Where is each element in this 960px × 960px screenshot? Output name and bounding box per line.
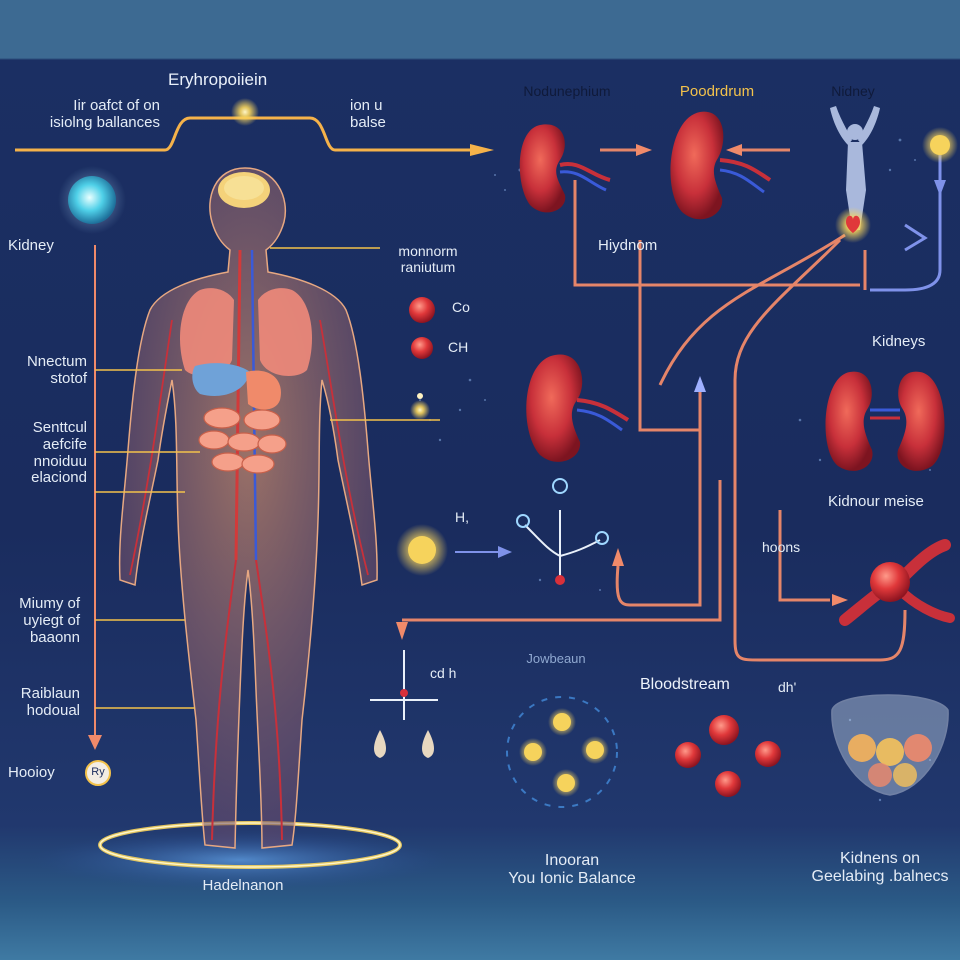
senttul-line-1: Senttcul bbox=[32, 419, 87, 436]
kidnens-line-2: Geelabing .balnecs bbox=[811, 867, 949, 885]
miumy-label: Miumy of uyiegt of baaonn bbox=[5, 595, 80, 646]
blood-cell-junction-icon bbox=[839, 539, 955, 626]
left-leader-lines bbox=[95, 369, 200, 709]
monnorm-label: monnorm raniutum bbox=[398, 243, 458, 275]
inooran-line-1: Inooran bbox=[544, 852, 600, 869]
intestines-icon bbox=[198, 407, 287, 474]
flow-lines bbox=[402, 148, 907, 662]
kidneys-label: Kidneys bbox=[872, 333, 926, 350]
ch-label: CH bbox=[448, 339, 469, 355]
hadelnanon-label: Hadelnanon bbox=[202, 877, 284, 894]
ion-caption-line-2: balse bbox=[350, 113, 386, 131]
ion-caption-line-1: ion u bbox=[350, 97, 383, 114]
bracket-arrowhead bbox=[470, 144, 494, 156]
yellow-orb-top-icon bbox=[930, 135, 950, 155]
ion-caption: ion u balse bbox=[350, 97, 386, 132]
raiblaun-line-2: hodoual bbox=[26, 701, 80, 719]
kidney-bowl-icon bbox=[831, 694, 949, 796]
bloodstream-label: Bloodstream bbox=[640, 676, 730, 693]
raiblaun-line-1: Raiblaun bbox=[20, 685, 80, 702]
nectum-label: Nnectum stotof bbox=[5, 353, 87, 388]
ionic-balance-cluster bbox=[506, 696, 618, 808]
kidnour-meise-label: Kidnour meise bbox=[828, 493, 924, 510]
kidneys-pair-icon bbox=[825, 371, 945, 471]
top-star-glow bbox=[231, 98, 259, 126]
nectum-line-2: stotof bbox=[50, 369, 87, 387]
co-label: Co bbox=[452, 299, 470, 315]
cyan-orb-icon bbox=[68, 176, 116, 224]
erythropoietin-label: Eryhropoiiein bbox=[168, 70, 268, 89]
left-caption-line-2: isiolng ballances bbox=[49, 113, 160, 131]
poodrum-label: Poodrdrum bbox=[679, 83, 755, 100]
left-lung-icon bbox=[180, 288, 234, 376]
left-down-arrowhead bbox=[88, 735, 102, 750]
droplet-right-icon bbox=[422, 730, 434, 758]
ch-lower-label: cd h bbox=[430, 665, 457, 681]
nodunephium-label: Nodunephium bbox=[523, 83, 611, 99]
monnorm-line-2: raniutum bbox=[400, 258, 456, 275]
stomach-icon bbox=[246, 370, 281, 410]
senttul-line-3: nnoiduu bbox=[33, 452, 87, 470]
h-label: H, bbox=[455, 509, 469, 525]
right-lung-icon bbox=[258, 288, 312, 376]
senttul-line-2: aefcife bbox=[42, 435, 87, 453]
kidnens-line-1: Kidnens on bbox=[839, 850, 921, 867]
jowbeum-label: Jowbeaun bbox=[526, 651, 586, 666]
node-branch-lower bbox=[370, 650, 438, 720]
miumy-line-1: Miumy of bbox=[19, 595, 80, 612]
miumy-line-2: uyiegt of bbox=[23, 611, 80, 629]
senttul-label: Senttcul aefcife nnoiduu elaciond bbox=[5, 419, 87, 487]
floor-ring-core bbox=[99, 822, 401, 868]
bloodstream-cells bbox=[675, 715, 781, 797]
kidney-middle-icon bbox=[526, 354, 630, 462]
badge-label: Ry bbox=[91, 766, 105, 778]
kidney-top-label: Nidney bbox=[831, 83, 875, 99]
molecules-cluster bbox=[396, 297, 448, 576]
droplet-left-icon bbox=[374, 730, 386, 758]
floor-glow bbox=[30, 830, 450, 890]
kidney-poodrum-icon bbox=[670, 111, 772, 220]
left-caption-line-1: Iir oafct of on bbox=[73, 97, 160, 114]
liver-icon bbox=[192, 363, 250, 396]
miumy-line-3: baaonn bbox=[29, 628, 80, 646]
hiydnom-label: Hiydnom bbox=[598, 237, 658, 254]
node-branch-upper bbox=[524, 510, 601, 578]
senttul-line-4: elaciond bbox=[31, 469, 87, 487]
inooran-label: Inooran You Ionic Balance bbox=[508, 852, 636, 888]
inooran-line-2: You Ionic Balance bbox=[508, 869, 636, 887]
human-figure bbox=[118, 167, 378, 849]
heart-icon bbox=[846, 215, 860, 233]
raiblaun-label: Raiblaun hodoual bbox=[5, 685, 80, 720]
dh-label: dh' bbox=[778, 679, 797, 695]
kidney-left-label: Kidney bbox=[8, 237, 54, 254]
monnorm-line-1: monnorm bbox=[398, 243, 458, 259]
hooioy-label: Hooioy bbox=[8, 764, 55, 781]
badge-circle bbox=[85, 760, 111, 786]
kidnens-label: Kidnens on Geelabing .balnecs bbox=[812, 850, 949, 886]
hoons-label: hoons bbox=[762, 539, 801, 555]
nectum-line-1: Nnectum bbox=[26, 353, 87, 370]
left-caption: Iir oafct of on isiolng ballances bbox=[10, 97, 160, 132]
kidney-nodunephium-icon bbox=[519, 124, 611, 213]
